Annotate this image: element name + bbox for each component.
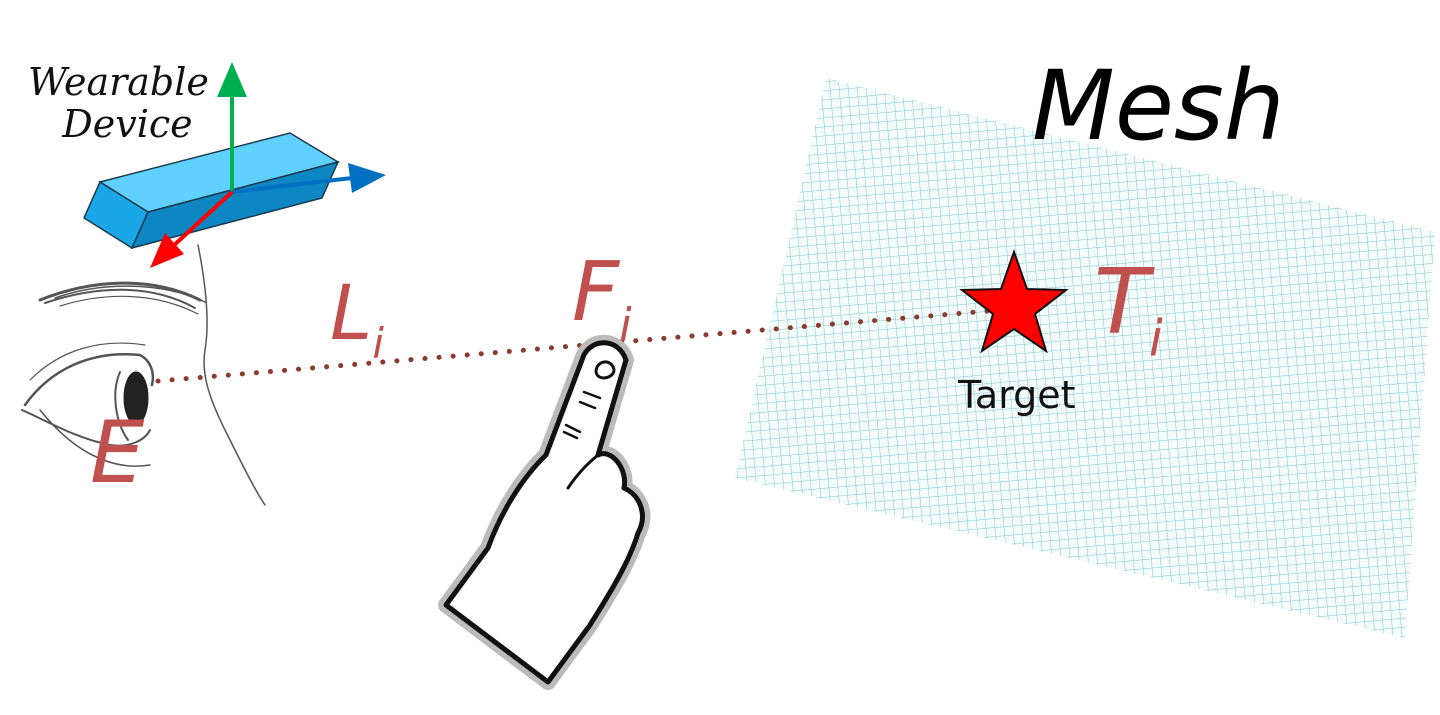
ray-symbol-sub: i [372,318,384,368]
mesh-title: Mesh [1032,50,1285,162]
ray-line [155,307,1003,384]
target-label: Target [958,373,1076,417]
eye-sketch-icon [21,244,266,506]
axis-up-arrowhead [217,62,247,97]
ray-symbol-text: L [330,268,373,357]
finger-symbol-sub: i [619,298,632,352]
finger-symbol-text: F [572,245,620,340]
eye-symbol-text: E [90,403,145,503]
eye-symbol: E [90,410,144,496]
target-star-icon [959,248,1069,354]
axis-right-arrowhead [348,163,386,193]
target-symbol-sub: i [1148,309,1163,368]
wearable-label-line1: Wearable [28,60,209,104]
pointing-hand-icon [438,334,651,690]
wearable-label-line2: Device [62,101,193,146]
ray-symbol: Li [330,275,384,365]
wearable-device-label: Wearable Device [28,60,209,146]
target-symbol: Ti [1094,258,1163,364]
device-axes [150,62,386,268]
finger-symbol: Fi [572,252,632,348]
axis-forward [170,190,234,249]
axis-right [231,176,353,194]
wearable-device-icon [83,132,340,250]
axis-forward-arrowhead [150,233,184,268]
target-symbol-text: T [1094,250,1149,355]
